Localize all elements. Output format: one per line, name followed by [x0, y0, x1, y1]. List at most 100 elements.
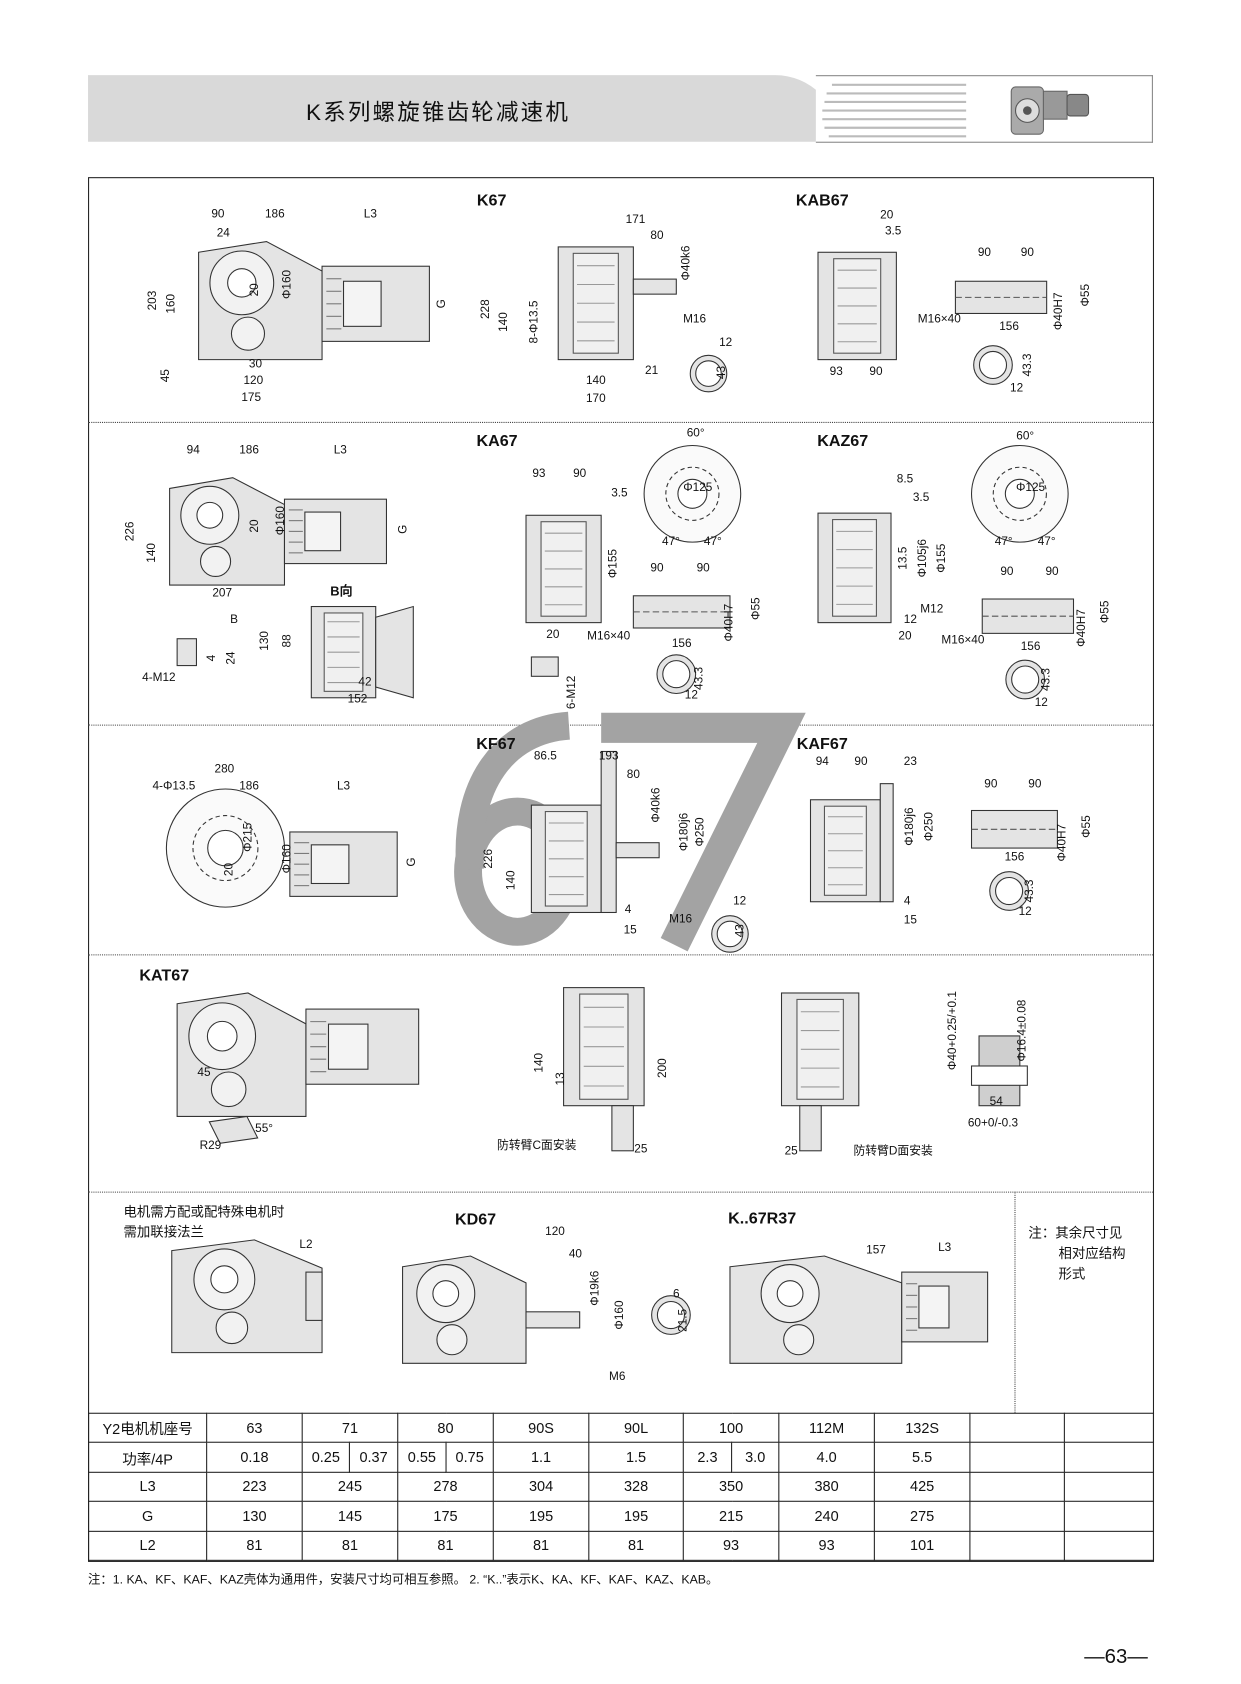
- torque-arm-c: [611, 1105, 634, 1152]
- dimension-label: 20: [222, 862, 236, 877]
- table-cell: 278: [397, 1471, 494, 1503]
- dimension-label: 140: [585, 374, 606, 387]
- dimension-label: Φ55: [1079, 283, 1093, 307]
- dimension-label: L3: [336, 779, 351, 793]
- title-k67: K67: [476, 191, 507, 210]
- table-row-power: 功率/4P 0.18 0.25 0.37 0.55 0.75 1.1 1.5 2…: [88, 1442, 1155, 1473]
- bore-icon: [206, 1020, 238, 1052]
- dimension-label: 90: [854, 755, 868, 769]
- output-shaft: [615, 842, 660, 859]
- dimension-label: Φ40H7: [1052, 292, 1066, 331]
- flange-plate: [600, 750, 617, 914]
- dimension-label: 4-Φ13.5: [152, 779, 196, 793]
- dimension-label: 20: [880, 208, 894, 222]
- dimension-label: 45: [159, 369, 173, 383]
- dimension-label: 12: [903, 613, 917, 627]
- title-ka67: KA67: [476, 432, 518, 451]
- dimension-label: 8.5: [896, 472, 914, 486]
- dimension-label: 120: [243, 374, 264, 387]
- row-label: Y2电机机座号: [88, 1412, 208, 1444]
- dimension-label: 186: [239, 779, 259, 793]
- dimension-label: 25: [634, 1142, 648, 1156]
- dimension-label: 12: [1010, 381, 1024, 395]
- dimension-label: 160: [164, 293, 178, 314]
- flange-bore: [1004, 478, 1035, 509]
- table-cell: 81: [301, 1530, 399, 1561]
- dimension-label: 156: [671, 637, 692, 651]
- thread-detail: [176, 638, 197, 667]
- terminal-box: [342, 280, 382, 327]
- dimension-label: 20: [546, 628, 560, 642]
- table-cell-empty: [1063, 1471, 1155, 1503]
- dimension-label: 4: [624, 903, 632, 917]
- keyway-bore: [662, 660, 691, 689]
- dimension-label: 15: [903, 914, 917, 927]
- table-cell: 195: [492, 1500, 590, 1532]
- note-line: 相对应结构: [1058, 1246, 1126, 1262]
- watermark-digit-7: [601, 712, 806, 952]
- torque-arm-d: [799, 1105, 822, 1152]
- dimension-label: Φ180j6: [677, 812, 691, 852]
- dimension-label: 12: [1034, 696, 1048, 710]
- dimension-label: 200: [656, 1058, 670, 1078]
- dimension-label: 43.3: [1039, 668, 1053, 692]
- lower-bore: [199, 545, 232, 578]
- dimension-label: 90: [869, 365, 883, 379]
- dimension-label: 93: [829, 365, 843, 379]
- terminal-box: [304, 511, 342, 552]
- dimension-label: Φ160: [280, 844, 294, 874]
- dimension-label: 45: [197, 1066, 211, 1080]
- table-cell: 80: [397, 1412, 494, 1444]
- dimension-label: Φ40H7: [723, 603, 736, 642]
- lower-bore: [230, 316, 266, 351]
- dimension-label: 42: [358, 675, 372, 689]
- dimension-label: 防转臂C面安装: [497, 1139, 577, 1153]
- bore-icon: [196, 501, 224, 529]
- b-view-label: B向: [330, 583, 353, 599]
- table-cell: 245: [301, 1471, 399, 1503]
- section-divider: [88, 954, 1153, 956]
- output-shaft: [632, 278, 677, 295]
- dimension-label: Φ40k6: [650, 787, 663, 823]
- flange-plate: [879, 783, 894, 903]
- dimension-label: 93: [532, 467, 546, 481]
- dimension-label: 6-M12: [565, 675, 579, 710]
- dimension-label: 6: [673, 1287, 680, 1301]
- dimension-label: Φ160: [613, 1300, 627, 1330]
- table-cell: 81: [492, 1530, 590, 1561]
- bore-icon: [210, 1265, 239, 1294]
- dimension-label: L3: [938, 1241, 952, 1255]
- header-product-image: [815, 75, 1153, 143]
- bore-icon: [227, 268, 257, 298]
- table-cell: 425: [873, 1471, 971, 1503]
- dimension-label: L3: [333, 443, 347, 457]
- keyway-bore: [716, 920, 744, 948]
- dimension-label: 207: [212, 586, 233, 600]
- dimension-label: 86.5: [533, 749, 557, 763]
- footnote: 注：1. KA、KF、KAF、KAZ壳体为通用件，安装尺寸均可相互参照。 2. …: [88, 1573, 719, 1587]
- watermark-digit-6: [455, 711, 571, 871]
- keyway-bore: [978, 350, 1008, 380]
- flange-bore: [207, 829, 244, 867]
- page-title: K系列螺旋锥齿轮减速机: [305, 100, 571, 126]
- dimension-label: Φ55: [749, 597, 763, 620]
- dimension-label: Φ155: [935, 543, 949, 573]
- flange-bore: [677, 478, 708, 509]
- flange-note: 电机需方配或配特殊电机时 需加联接法兰: [123, 1202, 284, 1243]
- dimension-label: 13.5: [896, 546, 910, 570]
- dimension-label: 43.3: [1021, 353, 1035, 377]
- table-cell: 0.25: [301, 1442, 350, 1473]
- dimension-label: 40: [568, 1247, 582, 1261]
- dimension-label: 193: [598, 749, 619, 763]
- table-cell: 71: [301, 1412, 399, 1444]
- table-cell: 1.5: [588, 1442, 684, 1473]
- dimension-label: 156: [1004, 850, 1025, 864]
- note-divider: [1014, 1191, 1016, 1413]
- dimension-label: Φ105j6: [916, 539, 930, 578]
- keyway-bore: [695, 360, 722, 387]
- dimension-label: M16×40: [917, 312, 961, 326]
- table-cell: 350: [682, 1471, 780, 1503]
- dimension-label: 13: [554, 1072, 568, 1086]
- dimension-label: 80: [626, 768, 640, 781]
- page-number: —63—: [1084, 1645, 1148, 1669]
